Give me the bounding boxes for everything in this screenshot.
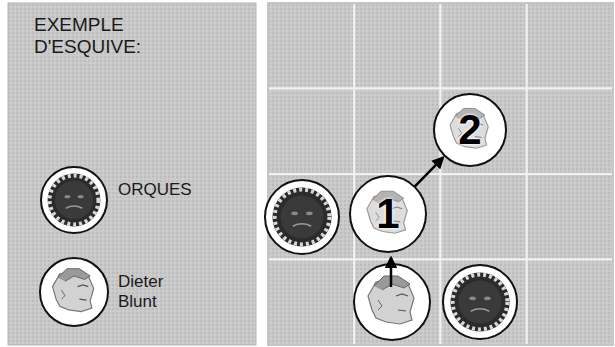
grid-border [268,3,613,345]
legend-icon [30,160,110,240]
grid-cell [527,174,613,260]
move-token: 2 [433,93,507,167]
grid-cell [527,3,613,89]
callout-number: 2 [458,109,481,151]
grid-cell [354,260,440,346]
legend-panel [8,3,256,345]
orc-token [265,180,339,254]
title: EXEMPLE D'ESQUIVE: [34,14,169,58]
grid-cell [268,3,354,89]
move-arrow [411,158,443,190]
grid-cell [441,3,527,89]
grid [268,3,613,345]
grid-cell [441,174,527,260]
grid-cell [354,3,440,89]
legend-item: ORQUES [30,160,245,240]
grid-cell [268,89,354,175]
grid-cell [441,260,527,346]
move-token: 1 [349,175,427,253]
legend-label: ORQUES [118,180,190,200]
legend-icon [30,252,110,332]
tokens [265,180,517,340]
orc-token [443,265,517,339]
legend-label: Dieter Blunt [118,272,190,312]
legend-item: Dieter Blunt [30,252,245,332]
grid-cell [354,89,440,175]
grid-cell [268,260,354,346]
grid-cell [527,89,613,175]
callout-number: 1 [376,193,399,235]
grid-cell [527,260,613,346]
move-arrow [390,258,393,287]
